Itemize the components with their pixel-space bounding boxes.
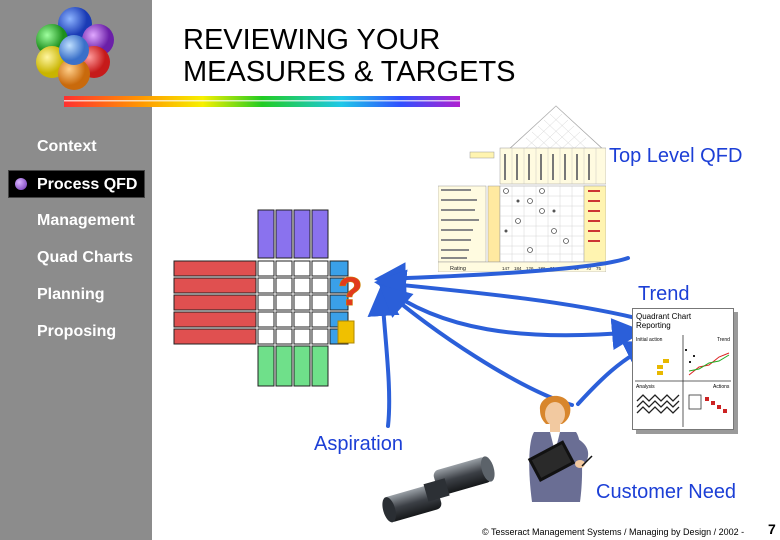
logo-spheres-icon: [36, 7, 114, 90]
quad-chart-title: Quadrant Chart Reporting: [636, 312, 692, 330]
qfd-rating-value: 186: [538, 266, 546, 271]
grid-left-arm: [173, 260, 257, 345]
rainbow-divider: [64, 96, 460, 107]
qfd-column-headers: [499, 147, 606, 185]
title-line-1: REVIEWING YOUR: [183, 24, 441, 56]
qfd-rating-values: 147 184 126 186 91 61 12 70 75: [502, 266, 602, 271]
nav-item-management[interactable]: Management: [37, 212, 135, 229]
qfd-rating-value: 91: [550, 266, 556, 271]
qfd-roof: [505, 105, 606, 153]
qfd-matrix: [487, 185, 606, 263]
quadrant-label: Actions: [713, 384, 730, 390]
qfd-house-of-quality: Rating 147 184 126 186 91 61 12 70 75: [438, 105, 606, 272]
nav-item-proposing[interactable]: Proposing: [37, 323, 117, 340]
quadrant-label: Trend: [717, 337, 730, 343]
quadrant-label: Analysis: [636, 384, 655, 390]
nav-item-label: Process QFD: [37, 176, 138, 193]
qfd-row-labels: [438, 185, 487, 263]
page-number: 7: [768, 521, 776, 537]
title-line-2: MEASURES & TARGETS: [183, 56, 516, 88]
qfd-rating-value: 61: [562, 266, 568, 271]
quad-chart-body: [635, 335, 731, 427]
trend-label: Trend: [638, 283, 690, 305]
grid-center: [257, 260, 329, 345]
qfd-rating-value: 12: [574, 266, 580, 271]
arrow-from-customer: [379, 284, 574, 407]
nav-item-quad-charts[interactable]: Quad Charts: [37, 249, 134, 266]
nav-item-context[interactable]: Context: [37, 138, 97, 155]
qfd-rating-value: 147: [502, 266, 510, 271]
grid-top-arm: [257, 209, 329, 259]
footer-copyright: © Tesseract Management Systems / Managin…: [482, 527, 745, 537]
question-mark-dot: [337, 320, 355, 344]
sidebar: [0, 0, 152, 540]
qfd-rating-value: 75: [596, 266, 602, 271]
grid-bottom-arm: [257, 345, 329, 387]
qfd-rating-value: 126: [526, 266, 534, 271]
active-bullet-icon: [15, 178, 27, 190]
binoculars-icon: [382, 456, 495, 523]
quadrant-chart-thumbnail: Quadrant Chart Reporting Initial action …: [632, 308, 734, 430]
arrow-to-trend: [380, 284, 644, 350]
qfd-rating-value: 184: [514, 266, 522, 271]
aspiration-label: Aspiration: [314, 433, 403, 455]
page-title: REVIEWING YOUR MEASURES & TARGETS: [183, 24, 516, 88]
question-mark-icon: ?: [338, 270, 362, 314]
process-qfd-grid: ?: [173, 209, 363, 387]
nav-item-process-qfd[interactable]: Process QFD: [8, 170, 145, 198]
arrow-from-trend: [374, 269, 638, 320]
customer-need-label: Customer Need: [596, 481, 737, 503]
qfd-rating-value: 70: [586, 266, 592, 271]
top-level-qfd-label: Top Level QFD: [609, 145, 743, 167]
quadrant-label: Initial action: [636, 337, 663, 343]
businesswoman-icon: [527, 395, 593, 502]
nav-item-planning[interactable]: Planning: [37, 286, 105, 303]
qfd-rating-label: Rating: [450, 266, 466, 272]
